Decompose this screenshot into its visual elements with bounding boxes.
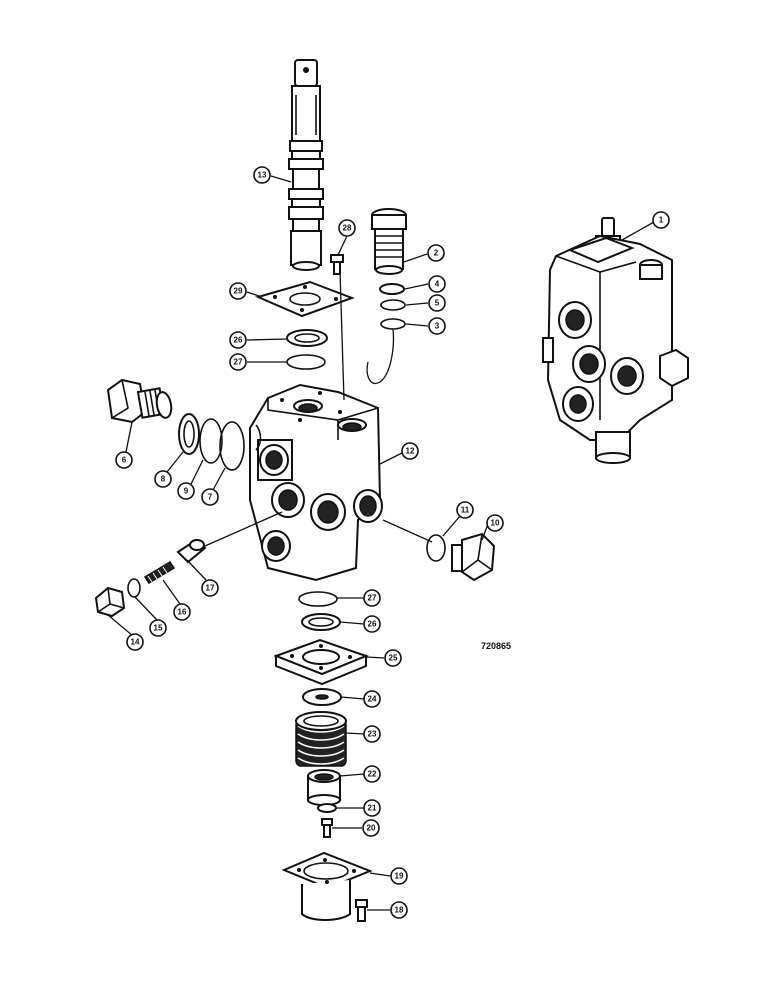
svg-text:23: 23 (368, 730, 377, 739)
svg-text:14: 14 (131, 638, 140, 647)
svg-text:24: 24 (368, 695, 377, 704)
o-ring-5-part (380, 299, 406, 311)
callout-6: 6 (115, 451, 133, 469)
callout-23: 23 (363, 725, 381, 743)
plug-10-part (451, 532, 496, 582)
svg-text:26: 26 (368, 620, 377, 629)
o-ring-7-part (219, 421, 245, 471)
plate-29-part (255, 280, 355, 318)
svg-text:13: 13 (258, 171, 267, 180)
callout-20: 20 (362, 819, 380, 837)
svg-text:16: 16 (178, 608, 187, 617)
svg-text:3: 3 (435, 322, 440, 331)
callout-4: 4 (428, 275, 446, 293)
callout-15: 15 (149, 619, 167, 637)
svg-text:8: 8 (161, 475, 166, 484)
callout-26-bottom: 26 (363, 615, 381, 633)
svg-text:29: 29 (234, 287, 243, 296)
callout-17: 17 (201, 579, 219, 597)
cap-plate-25-part (273, 638, 369, 686)
svg-text:5: 5 (435, 299, 440, 308)
callout-16: 16 (173, 603, 191, 621)
callout-21: 21 (363, 799, 381, 817)
svg-text:7: 7 (208, 493, 213, 502)
spring-23-part (295, 711, 347, 767)
svg-text:2: 2 (434, 249, 439, 258)
svg-text:22: 22 (368, 770, 377, 779)
callout-24: 24 (363, 690, 381, 708)
callout-27-top: 27 (229, 353, 247, 371)
washer-24-part (302, 688, 342, 706)
svg-text:10: 10 (491, 519, 500, 528)
callout-8: 8 (154, 470, 172, 488)
svg-text:28: 28 (343, 224, 352, 233)
assembled-valve-part (542, 217, 689, 464)
svg-text:9: 9 (184, 487, 189, 496)
spring-seat-22-part (307, 769, 341, 806)
washer-4-part (379, 283, 405, 295)
leader-lines (107, 175, 655, 911)
callout-1: 1 (652, 211, 670, 229)
callout-25: 25 (384, 649, 402, 667)
svg-text:26: 26 (234, 336, 243, 345)
screw-18-part (355, 899, 368, 922)
svg-text:25: 25 (389, 654, 398, 663)
callout-2: 2 (427, 244, 445, 262)
svg-text:4: 4 (435, 280, 440, 289)
svg-text:21: 21 (368, 804, 377, 813)
svg-text:19: 19 (395, 872, 404, 881)
callout-22: 22 (363, 765, 381, 783)
callout-28: 28 (338, 219, 356, 237)
callout-18: 18 (390, 901, 408, 919)
callout-27-bottom: 27 (363, 589, 381, 607)
svg-text:12: 12 (406, 447, 415, 456)
washer-26-bottom-part (301, 613, 341, 631)
callout-7: 7 (201, 488, 219, 506)
end-cap-19-part (281, 851, 373, 921)
svg-text:18: 18 (395, 906, 404, 915)
svg-text:15: 15 (154, 624, 163, 633)
callout-13: 13 (253, 166, 271, 184)
callout-26-top: 26 (229, 331, 247, 349)
o-ring-3-part (380, 318, 406, 330)
valve-body-part (249, 383, 383, 582)
plug-14-part (94, 586, 126, 618)
svg-text:11: 11 (461, 506, 470, 515)
washer-26-top-part (286, 329, 328, 347)
callout-12: 12 (401, 442, 419, 460)
callout-19: 19 (390, 867, 408, 885)
spring-16-part (143, 560, 176, 585)
plug-6-part (106, 378, 173, 424)
spool-part (288, 59, 324, 271)
o-ring-11-part (426, 534, 446, 562)
o-ring-15-part (127, 578, 141, 598)
washer-8-part (178, 413, 200, 455)
svg-text:27: 27 (368, 594, 377, 603)
svg-text:6: 6 (122, 456, 127, 465)
screw-28-part (330, 254, 344, 275)
svg-text:20: 20 (367, 824, 376, 833)
check-valve-17-part (176, 538, 207, 564)
figure-reference-number: 720865 (481, 641, 511, 651)
relief-valve-part (371, 208, 407, 275)
washer-21-part (317, 803, 337, 813)
callout-11: 11 (456, 501, 474, 519)
o-ring-27-bottom-part (298, 591, 338, 607)
callout-14: 14 (126, 633, 144, 651)
callout-10: 10 (486, 514, 504, 532)
svg-text:27: 27 (234, 358, 243, 367)
o-ring-9-part (199, 418, 223, 464)
callout-9: 9 (177, 482, 195, 500)
svg-text:17: 17 (206, 584, 215, 593)
svg-text:1: 1 (659, 216, 664, 225)
callout-5: 5 (428, 294, 446, 312)
callout-29: 29 (229, 282, 247, 300)
callout-3: 3 (428, 317, 446, 335)
screw-20-part (321, 818, 333, 838)
o-ring-27-top-part (286, 354, 326, 370)
